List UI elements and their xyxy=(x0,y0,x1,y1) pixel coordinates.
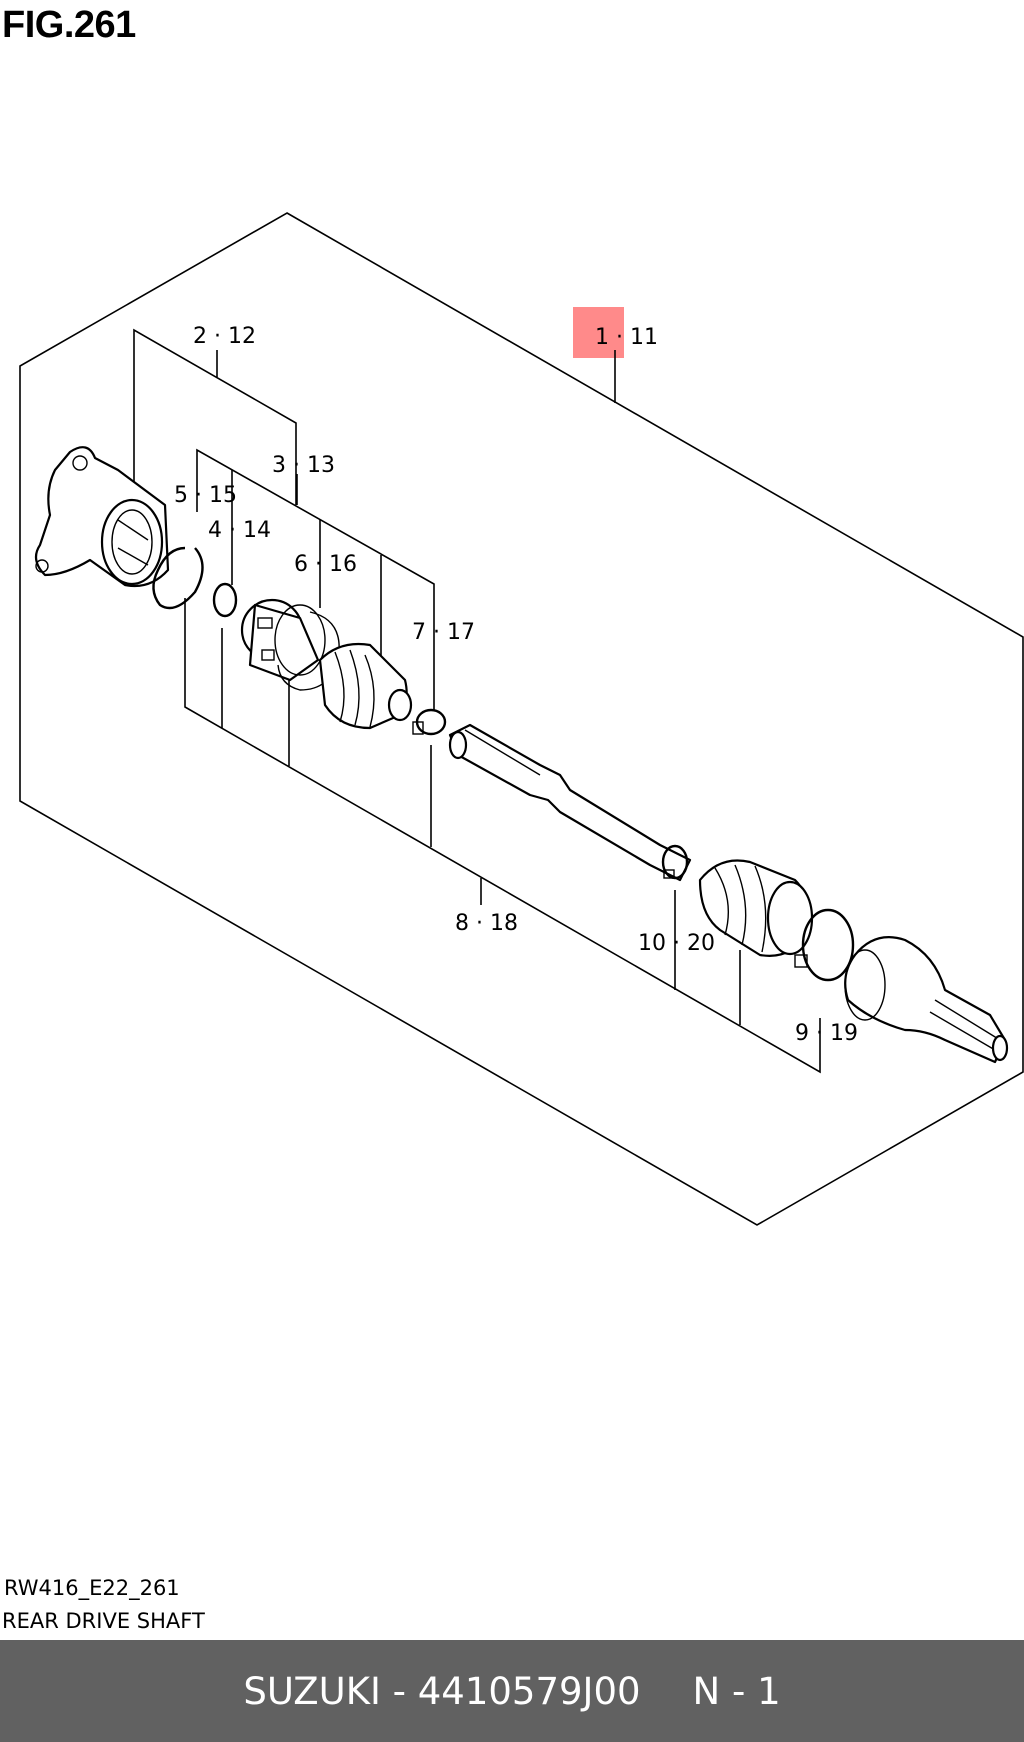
footer-sheet: N - 1 xyxy=(692,1669,781,1713)
callout-3-13[interactable]: 3 · 13 xyxy=(272,453,335,478)
cage-and-inner-race xyxy=(240,598,340,691)
callout-10-20[interactable]: 10 · 20 xyxy=(638,931,715,956)
snap-ring-small xyxy=(212,582,238,618)
footer-bar: SUZUKI - 4410579J00 N - 1 xyxy=(0,1640,1024,1742)
leader-lines xyxy=(133,328,821,1074)
drive-shaft-diagram: 1 · 11 2 · 12 3 · 13 4 · 14 5 · 15 6 · 1… xyxy=(19,212,1024,1226)
callout-9-19[interactable]: 9 · 19 xyxy=(795,1021,858,1046)
callout-4-14[interactable]: 4 · 14 xyxy=(208,518,271,543)
footer-part-number: SUZUKI - 4410579J00 xyxy=(243,1669,641,1713)
callout-1-11[interactable]: 1 · 11 xyxy=(595,325,658,350)
assembly-frame xyxy=(19,212,1024,1226)
callout-2-12[interactable]: 2 · 12 xyxy=(193,324,256,349)
outer-boot xyxy=(698,859,814,957)
callout-8-18[interactable]: 8 · 18 xyxy=(455,911,518,936)
snap-ring-large xyxy=(152,546,204,610)
drawing-code: RW416_E22_261 xyxy=(4,1576,180,1600)
callout-7-17[interactable]: 7 · 17 xyxy=(412,620,475,645)
boot-clamp-outer-large xyxy=(794,908,855,982)
callout-highlight[interactable] xyxy=(573,307,624,358)
drive-shaft xyxy=(448,723,692,882)
outer-joint xyxy=(844,936,1009,1064)
callout-5-15[interactable]: 5 · 15 xyxy=(174,483,237,508)
callout-6-16[interactable]: 6 · 16 xyxy=(294,552,357,577)
inner-joint-housing xyxy=(34,446,170,588)
drawing-name: REAR DRIVE SHAFT xyxy=(2,1609,205,1633)
boot-clamp-inner xyxy=(412,708,447,736)
inner-boot xyxy=(318,642,413,730)
boot-clamp-outer-small xyxy=(661,844,689,880)
figure-title: FIG.261 xyxy=(2,4,136,46)
